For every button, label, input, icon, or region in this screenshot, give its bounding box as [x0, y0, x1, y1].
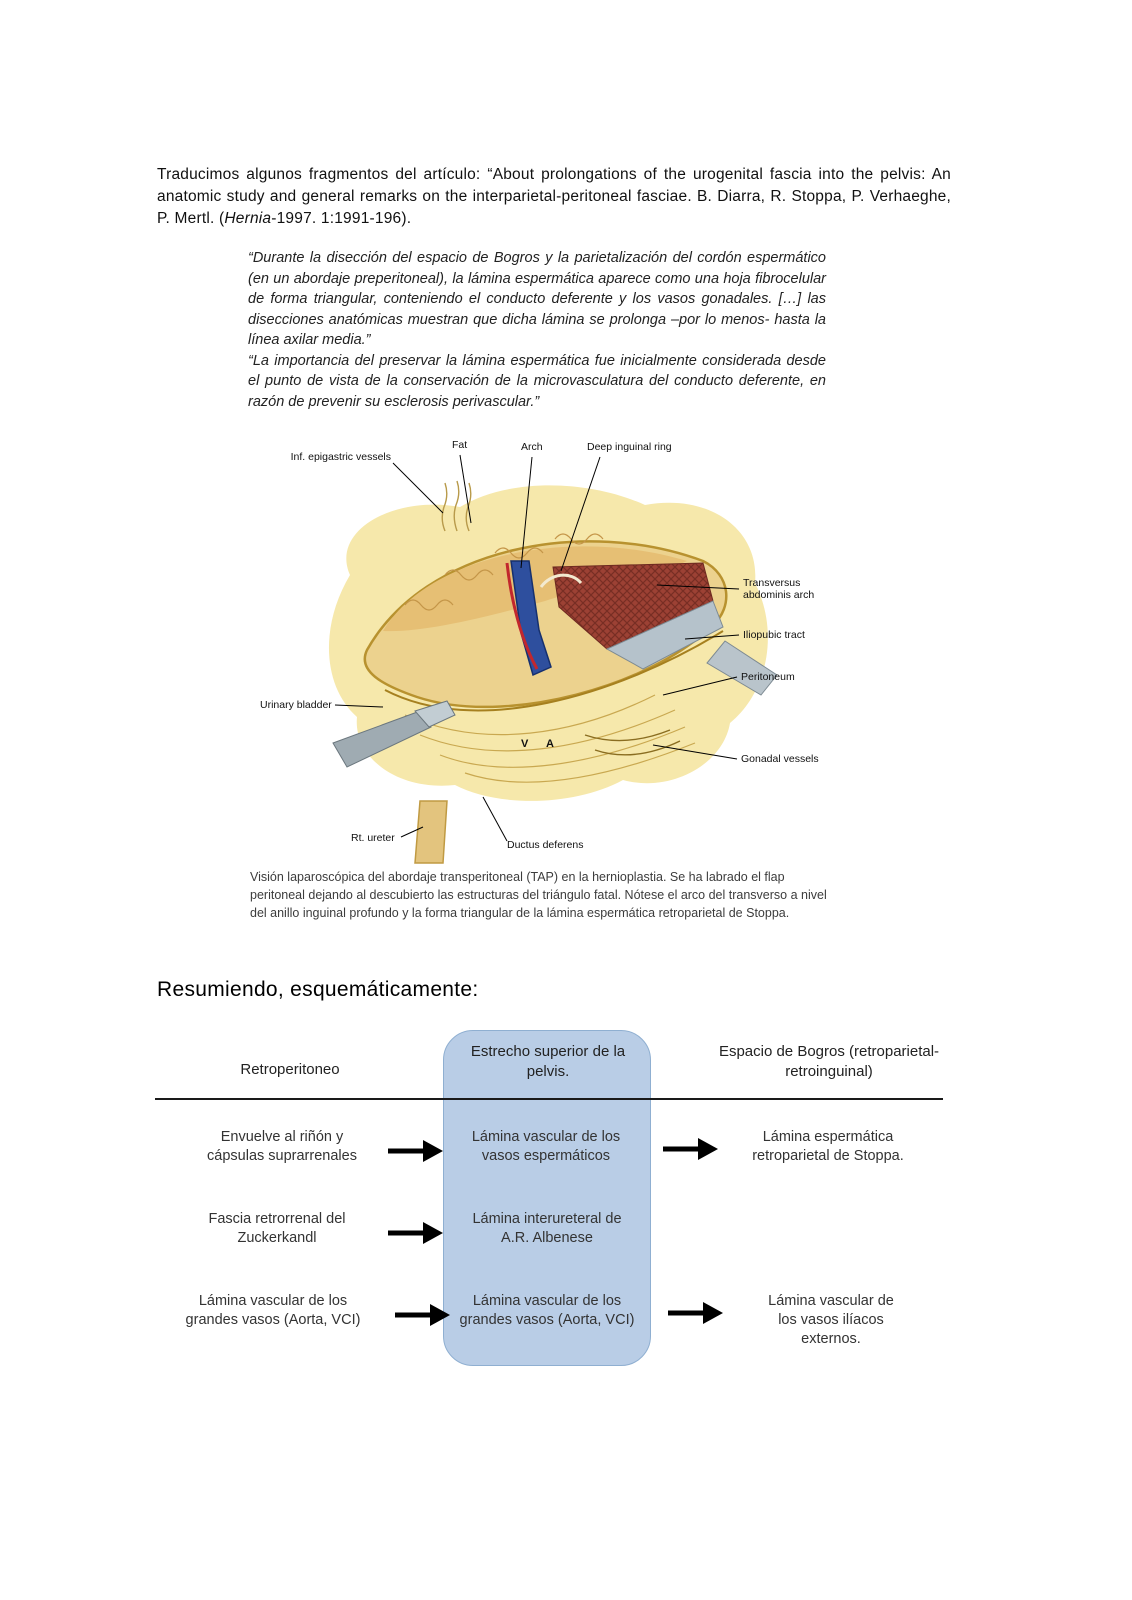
intro-text-2: -1997. 1:1991-196).	[271, 209, 412, 227]
row3-bogros-cell: Lámina vascular de los vasos ilíacos ext…	[768, 1293, 894, 1347]
figure-label-arch: Arch	[521, 441, 543, 453]
anatomical-figure: Fat Arch Deep inguinal ring Inf. epigast…	[255, 435, 835, 865]
row2-pelvis-cell: Lámina interureteral de A.R. Albenese	[472, 1211, 622, 1246]
column-header-retroperitoneo: Retroperitoneo	[240, 1061, 340, 1078]
arrow-right-icon	[395, 1304, 450, 1326]
row2-retroperitoneo-cell: Fascia retrorrenal del Zuckerkandl	[208, 1211, 346, 1246]
intro-journal-name: Hernia	[224, 209, 272, 227]
column-header-espacio-de-bogros: Espacio de Bogros (retroparietal- retroi…	[718, 1043, 940, 1080]
figure-label-rt-ureter: Rt. ureter	[351, 832, 395, 844]
arrow-right-icon	[388, 1140, 443, 1162]
anatomical-drawing	[328, 454, 778, 864]
figure-label-deep-inguinal-ring: Deep inguinal ring	[587, 441, 672, 453]
quote-paragraph-1: “Durante la disección del espacio de Bog…	[248, 250, 826, 349]
pelvis-column-box	[443, 1030, 651, 1366]
arrow-right-icon	[668, 1302, 723, 1324]
arrow-right-icon	[663, 1138, 718, 1160]
figure-label-urinary-bladder: Urinary bladder	[260, 699, 332, 711]
figure-caption: Visión laparoscópica del abordaje transp…	[250, 870, 827, 920]
figure-label-peritoneum: Peritoneum	[741, 671, 795, 683]
figure-label-a: A	[546, 738, 554, 750]
figure-label-fat: Fat	[452, 439, 468, 451]
arrow-right-icon	[388, 1222, 443, 1244]
column-header-estrecho-superior: Estrecho superior de la pelvis.	[470, 1043, 626, 1080]
figure-label-ductus-deferens: Ductus deferens	[507, 839, 584, 851]
intro-text-1: Traducimos algunos fragmentos del artícu…	[157, 165, 951, 227]
row1-retroperitoneo-cell: Envuelve al riñón y cápsulas suprarrenal…	[207, 1129, 357, 1164]
figure-label-iliopubic-tract: Iliopubic tract	[743, 629, 805, 641]
figure-label-transversus-abdominis-arch: Transversus abdominis arch	[743, 577, 815, 602]
row1-bogros-cell: Lámina espermática retroparietal de Stop…	[752, 1129, 904, 1164]
quote-block: “Durante la disección del espacio de Bog…	[248, 248, 826, 413]
quote-paragraph-2: “La importancia del preservar la lámina …	[248, 352, 826, 411]
figure-label-gonadal-vessels: Gonadal vessels	[741, 753, 819, 765]
figure-label-v: V	[521, 738, 529, 750]
intro-paragraph: Traducimos algunos fragmentos del artícu…	[157, 164, 951, 230]
row3-retroperitoneo-cell: Lámina vascular de los grandes vasos (Ao…	[185, 1293, 361, 1328]
figure-label-inf-epigastric-vessels: Inf. epigastric vessels	[290, 451, 391, 463]
summary-heading: Resumiendo, esquemáticamente:	[157, 978, 479, 1001]
header-divider-line	[155, 1098, 943, 1100]
row1-pelvis-cell: Lámina vascular de los vasos espermático…	[471, 1129, 621, 1164]
row3-pelvis-cell: Lámina vascular de los grandes vasos (Ao…	[459, 1293, 635, 1328]
